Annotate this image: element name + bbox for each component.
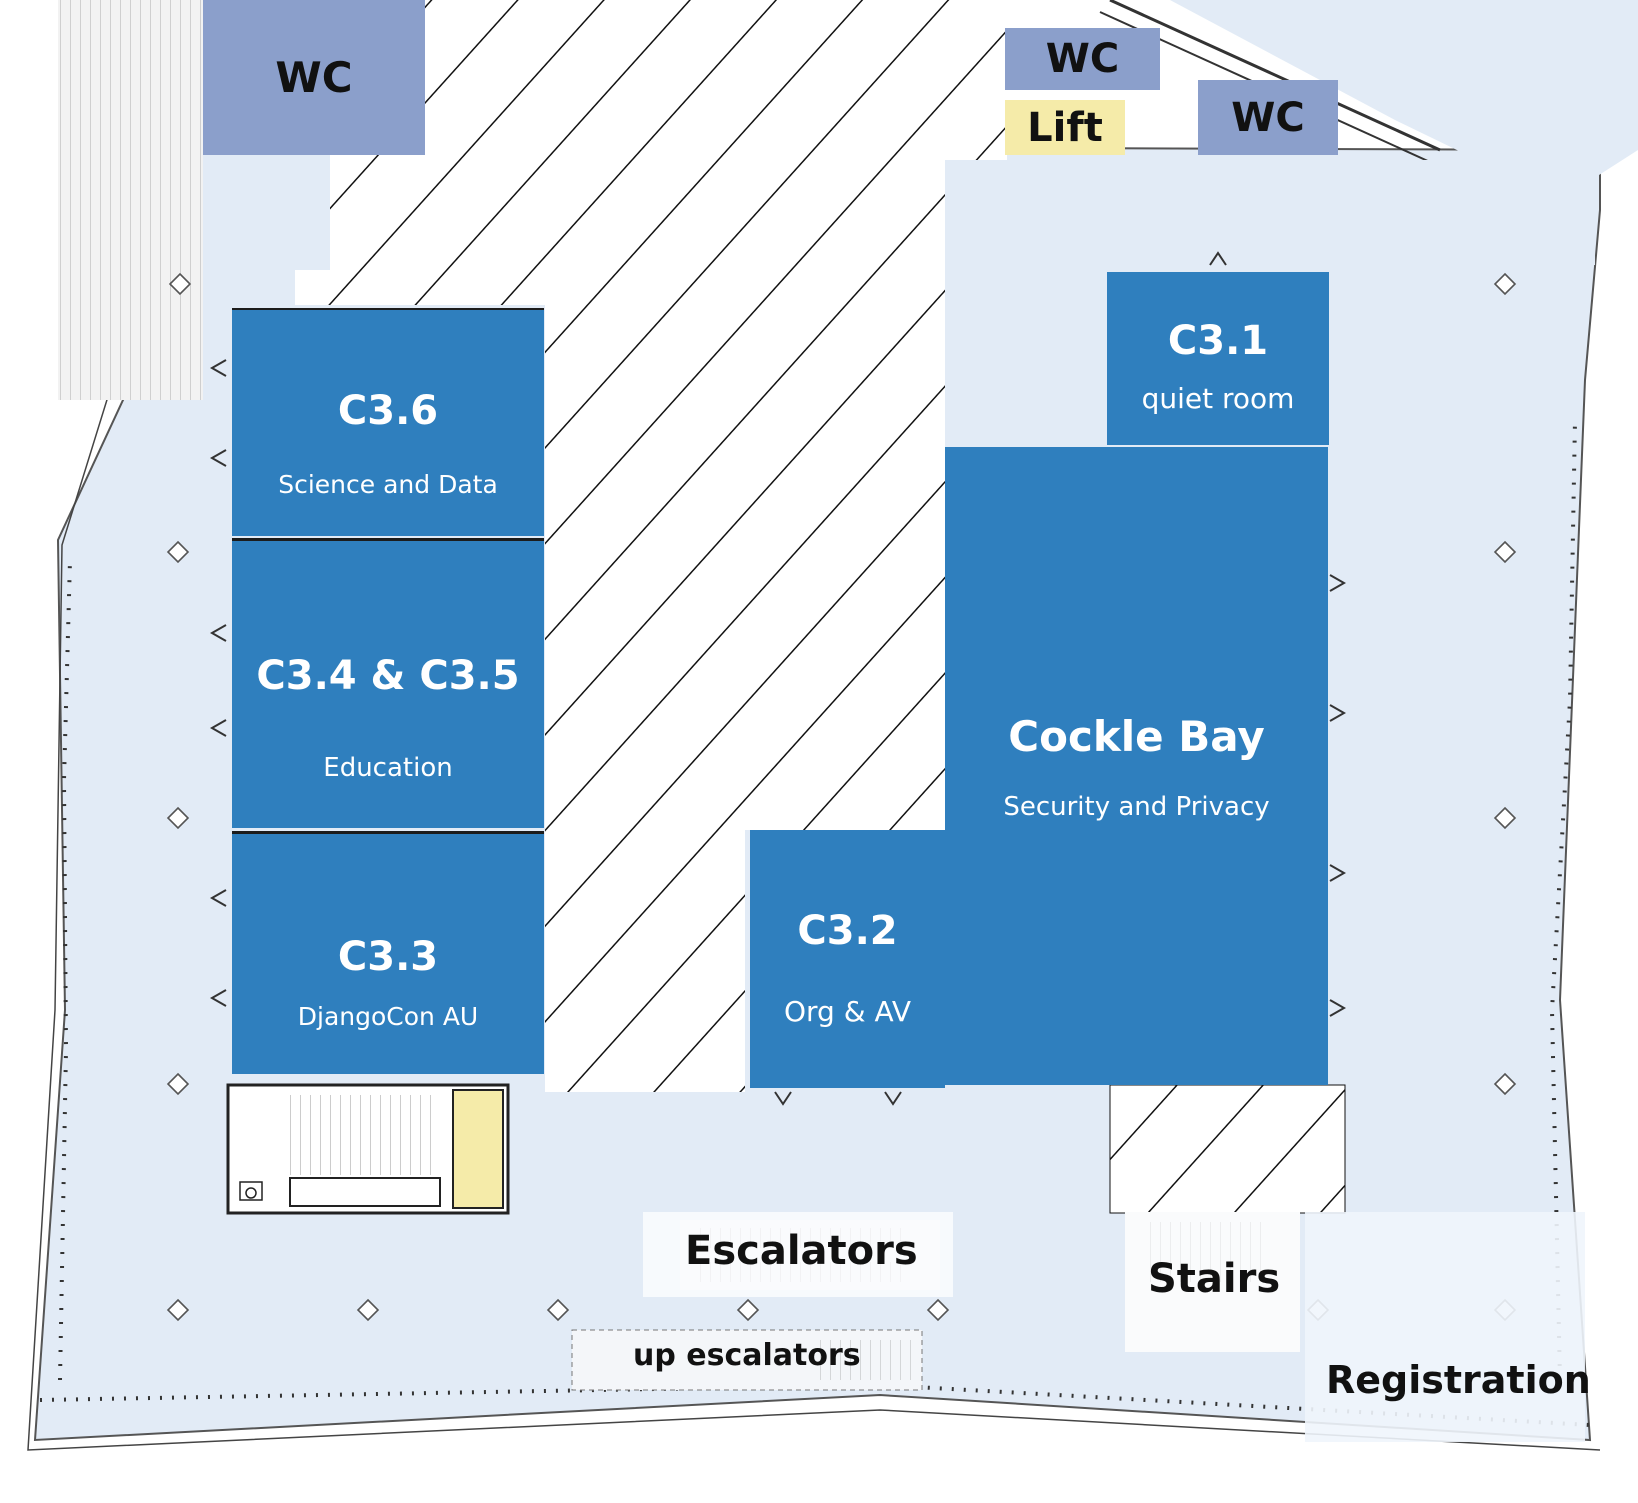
room-c3-4-c3-5[interactable]: C3.4 & C3.5 Education — [232, 538, 544, 828]
column-marker — [736, 1298, 760, 1322]
room-name: C3.1 — [1167, 318, 1269, 364]
central-void — [295, 0, 1007, 1092]
lift: Lift — [1005, 100, 1125, 155]
room-track: quiet room — [1141, 382, 1295, 415]
room-name: C3.2 — [797, 908, 898, 954]
door-marks — [209, 251, 1347, 1106]
stairs-label: Stairs — [1148, 1256, 1281, 1302]
registration-area — [1305, 1212, 1585, 1442]
room-name: Cockle Bay — [1008, 712, 1265, 761]
room-name: C3.4 & C3.5 — [256, 653, 520, 699]
room-cockle-bay[interactable]: Cockle Bay Security and Privacy — [945, 447, 1328, 1085]
column-marker — [166, 1072, 190, 1096]
wc-label: WC — [1231, 94, 1305, 141]
wc-label: WC — [1045, 36, 1120, 82]
escalators-panel — [643, 1212, 953, 1297]
column-marker — [546, 1298, 570, 1322]
column-marker — [1493, 540, 1517, 564]
stairwell-lift — [452, 1089, 504, 1209]
room-c3-1[interactable]: C3.1 quiet room — [1107, 272, 1329, 445]
top-right-outside — [1000, 0, 1638, 200]
wc-label: WC — [275, 53, 353, 102]
upper-corridor — [945, 160, 1595, 265]
up-escalators-label: up escalators — [633, 1338, 861, 1373]
registration-label: Registration — [1326, 1358, 1591, 1402]
room-name: C3.6 — [337, 388, 439, 434]
column-marker — [1493, 1072, 1517, 1096]
room-track: Org & AV — [784, 995, 911, 1028]
stairs-panel — [1125, 1212, 1300, 1352]
column-marker — [926, 1298, 950, 1322]
room-track: DjangoCon AU — [297, 1002, 479, 1031]
column-marker — [356, 1298, 380, 1322]
room-c3-2[interactable]: C3.2 Org & AV — [750, 830, 945, 1088]
column-marker — [1493, 806, 1517, 830]
room-track: Science and Data — [278, 470, 498, 499]
column-marker — [168, 272, 192, 296]
column-marker — [1493, 272, 1517, 296]
room-c3-3[interactable]: C3.3 DjangoCon AU — [232, 831, 544, 1074]
column-marker — [166, 806, 190, 830]
column-marker — [166, 540, 190, 564]
escalators-label: Escalators — [685, 1228, 918, 1274]
room-track: Security and Privacy — [1003, 792, 1270, 822]
room-track: Education — [323, 753, 453, 783]
column-marker — [166, 1298, 190, 1322]
lift-label: Lift — [1027, 104, 1103, 151]
wc-top-center: WC — [1005, 28, 1160, 90]
room-name: C3.3 — [337, 934, 439, 980]
room-c3-6[interactable]: C3.6 Science and Data — [232, 308, 544, 536]
wheelchair-icon — [239, 1181, 263, 1201]
wc-top-left: WC — [203, 0, 425, 155]
wc-top-right: WC — [1198, 80, 1338, 155]
lower-void — [1109, 1084, 1346, 1214]
